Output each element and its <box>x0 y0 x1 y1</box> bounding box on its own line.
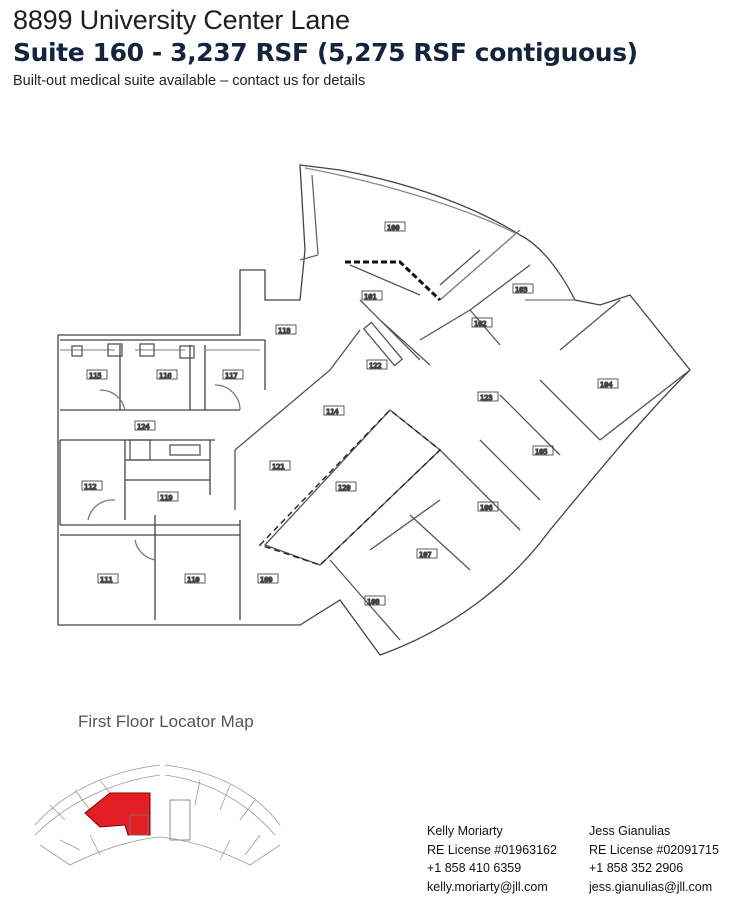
plan-walls <box>59 339 266 620</box>
plan-outline <box>57 164 691 656</box>
svg-text:107: 107 <box>419 551 432 559</box>
locator-map-title: First Floor Locator Map <box>78 712 254 731</box>
suite-subtitle: Built-out medical suite available – cont… <box>13 73 366 89</box>
svg-text:124: 124 <box>137 423 150 431</box>
svg-text:100: 100 <box>387 224 400 232</box>
contact-card-2: Jess Gianulias RE License #02091715 +1 8… <box>589 822 719 896</box>
floor-plan: 100 101 102 103 104 105 106 107 108 109 110 11… <box>57 164 691 656</box>
locator-map <box>34 764 281 866</box>
svg-text:117: 117 <box>225 372 238 380</box>
svg-text:120: 120 <box>338 484 351 492</box>
svg-text:121: 121 <box>272 463 285 471</box>
contact-name: Jess Gianulias <box>589 824 671 838</box>
room-numbers: 100 101 102 103 104 105 106 107 108 109 110 11… <box>83 223 613 606</box>
contact-phone[interactable]: +1 858 352 2906 <box>589 861 684 875</box>
svg-text:106: 106 <box>480 504 493 512</box>
property-address: 8899 University Center Lane <box>13 5 350 35</box>
svg-text:123: 123 <box>480 394 493 402</box>
header: 8899 University Center Lane Suite 160 - … <box>13 2 733 91</box>
svg-text:101: 101 <box>364 293 377 301</box>
contact-phone[interactable]: +1 858 410 6359 <box>427 861 522 875</box>
contact-name: Kelly Moriarty <box>427 824 503 838</box>
svg-text:102: 102 <box>474 320 487 328</box>
svg-text:108: 108 <box>367 598 380 606</box>
svg-text:109: 109 <box>260 576 273 584</box>
contact-email[interactable]: kelly.moriarty@jll.com <box>427 879 548 894</box>
svg-text:115: 115 <box>89 372 102 380</box>
svg-text:112: 112 <box>84 483 97 491</box>
room-labels <box>81 221 619 606</box>
svg-text:104: 104 <box>600 381 613 389</box>
svg-text:105: 105 <box>535 448 548 456</box>
svg-text:116: 116 <box>159 372 172 380</box>
svg-text:110: 110 <box>187 576 200 584</box>
contact-email[interactable]: jess.gianulias@jll.com <box>589 879 713 894</box>
svg-text:103: 103 <box>515 286 528 294</box>
locator-suite-highlight <box>84 792 151 836</box>
contact-license: RE License #02091715 <box>589 842 719 857</box>
contact-card-1: Kelly Moriarty RE License #01963162 +1 8… <box>427 822 557 896</box>
dashed-boundary <box>258 409 442 566</box>
svg-text:119: 119 <box>160 494 173 502</box>
svg-text:114: 114 <box>326 408 339 416</box>
contact-license: RE License #01963162 <box>427 842 557 857</box>
suite-title: Suite 160 - 3,237 RSF (5,275 RSF contigu… <box>13 38 638 67</box>
svg-text:122: 122 <box>369 362 382 370</box>
svg-text:111: 111 <box>100 576 113 584</box>
svg-text:118: 118 <box>278 327 291 335</box>
